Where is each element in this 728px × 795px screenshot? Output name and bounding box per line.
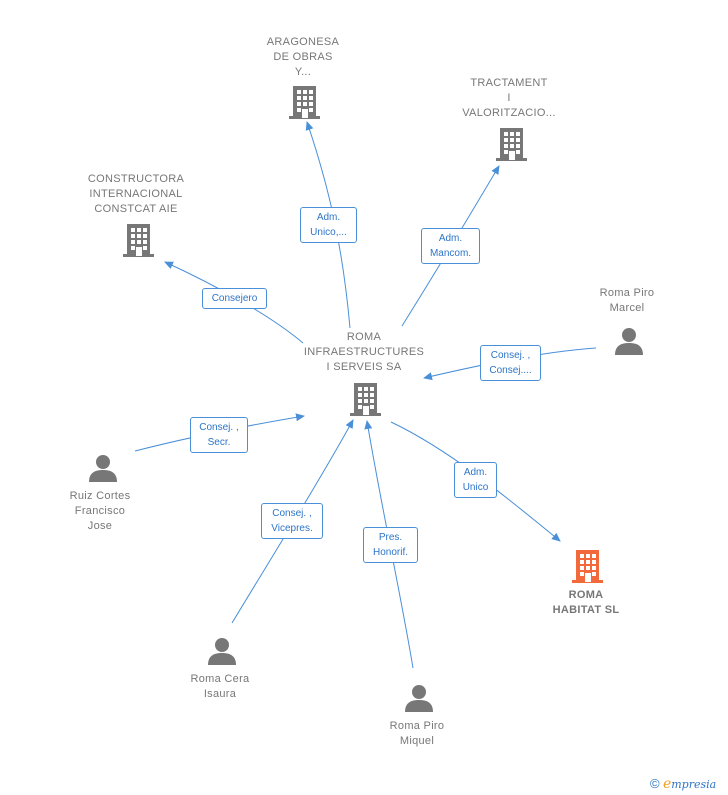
isaura-person-label[interactable]: Roma Cera Isaura bbox=[190, 673, 250, 700]
relation-label-miquel[interactable]: Pres. Honorif. bbox=[363, 527, 418, 563]
relation-label-marcel[interactable]: Consej. , Consej.... bbox=[480, 345, 541, 381]
person-icon[interactable] bbox=[207, 636, 237, 666]
habitat-company-label[interactable]: ROMA HABITAT SL bbox=[552, 589, 620, 616]
person-icon[interactable] bbox=[404, 683, 434, 713]
building-icon[interactable] bbox=[496, 126, 527, 162]
brand-logo-e: e bbox=[662, 776, 672, 792]
relation-label-isaura[interactable]: Consej. , Vicepres. bbox=[261, 503, 323, 539]
building-icon[interactable] bbox=[350, 381, 381, 417]
brand-logo: © empresia bbox=[650, 776, 716, 792]
person-icon[interactable] bbox=[614, 326, 644, 356]
building-icon[interactable] bbox=[123, 222, 154, 258]
tractament-company-label[interactable]: TRACTAMENT I VALORITZACIO... bbox=[462, 77, 556, 119]
ruiz-person-label[interactable]: Ruiz Cortes Francisco Jose bbox=[69, 490, 131, 532]
relation-label-ruiz[interactable]: Consej. , Secr. bbox=[190, 417, 248, 453]
building-icon[interactable] bbox=[289, 84, 320, 120]
brand-logo-text: mpresia bbox=[671, 778, 717, 791]
person-icon[interactable] bbox=[88, 453, 118, 483]
relation-label-tractament[interactable]: Adm. Mancom. bbox=[421, 228, 480, 264]
copyright-symbol: © bbox=[650, 776, 660, 791]
constructora-company-label[interactable]: CONSTRUCTORA INTERNACIONAL CONSTCAT AIE bbox=[87, 173, 185, 215]
building-icon-highlight[interactable] bbox=[572, 548, 603, 584]
aragonesa-company-label[interactable]: ARAGONESA DE OBRAS Y... bbox=[266, 36, 340, 78]
miquel-person-label[interactable]: Roma Piro Miquel bbox=[389, 720, 445, 747]
marcel-person-label[interactable]: Roma Piro Marcel bbox=[599, 287, 655, 314]
relation-label-habitat[interactable]: Adm. Unico bbox=[454, 462, 497, 498]
center-company-label[interactable]: ROMA INFRAESTRUCTURES I SERVEIS SA bbox=[303, 331, 425, 373]
relation-label-constructora[interactable]: Consejero bbox=[202, 288, 267, 309]
relation-label-aragonesa[interactable]: Adm. Unico,... bbox=[300, 207, 357, 243]
